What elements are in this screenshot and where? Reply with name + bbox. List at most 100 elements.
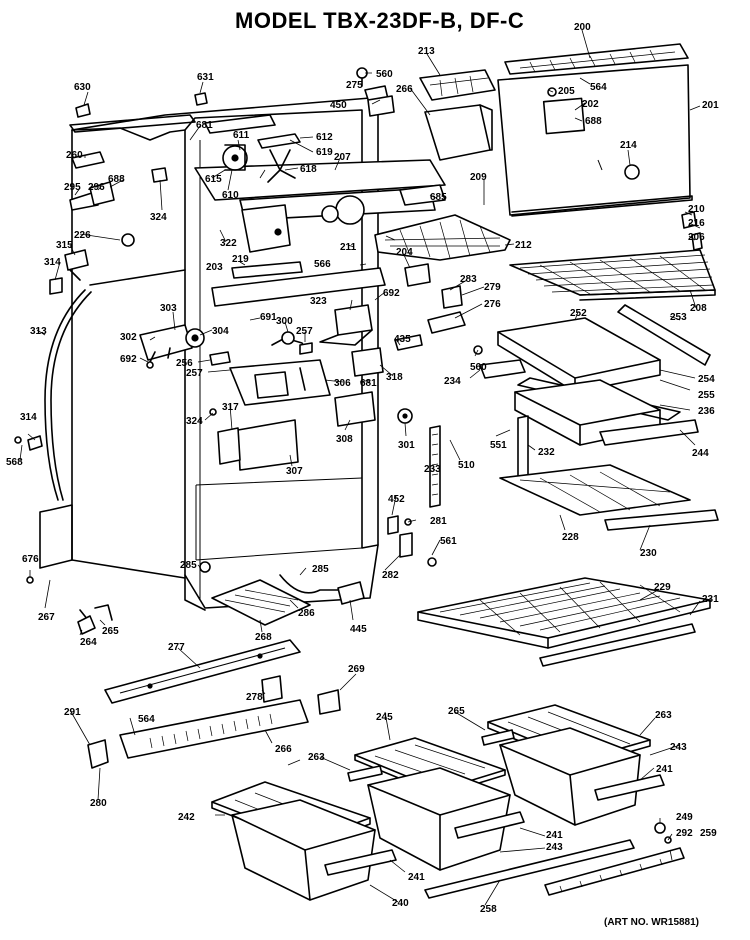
part-label: 243 [546,842,563,853]
part-label: 445 [350,624,367,635]
shelf-brackets-210 [681,211,703,251]
part-label: 560 [470,362,487,373]
shelf-rail-233 [429,425,441,508]
part-label: 236 [698,406,715,417]
part-label: 240 [392,898,409,909]
part-label: 234 [444,376,461,387]
part-label: 241 [546,830,563,841]
crisper-drawer-left [367,767,525,871]
part-label: 228 [562,532,579,543]
top-fittings [356,67,395,117]
part-label: 282 [382,570,399,581]
part-label: 243 [670,742,687,753]
part-label: 211 [340,242,357,253]
part-label: 280 [90,798,107,809]
drain-pan-268 [199,561,365,626]
cross-rail [211,261,386,307]
part-label: 256 [176,358,193,369]
part-label: 259 [700,828,717,839]
part-label: 301 [398,440,415,451]
part-label: 324 [150,212,167,223]
base-rail-277 [104,639,301,704]
part-label: 615 [205,174,222,185]
bottom-rail-258 [424,839,635,899]
part-label: 300 [276,316,293,327]
part-label: 566 [314,259,331,270]
fan-motor [204,114,301,183]
part-label: 304 [212,326,229,337]
part-label: 323 [310,296,327,307]
part-label: 207 [334,152,351,163]
part-label: 688 [585,116,602,127]
part-label: 610 [222,190,239,201]
crisper-drawer-right [499,727,665,826]
part-label: 303 [160,303,177,314]
freezer-drawer-cover [479,304,711,393]
part-label: 631 [197,72,214,83]
part-label: 285 [180,560,197,571]
part-label: 560 [376,69,393,80]
part-label: 212 [515,240,532,251]
part-label: 269 [348,664,365,675]
part-label: 292 [676,828,693,839]
part-label: 206 [688,232,705,243]
part-label: 681 [360,378,377,389]
part-label: 681 [196,120,213,131]
part-label: 201 [702,100,719,111]
part-label: 216 [688,218,705,229]
freezer-drawer [514,377,699,446]
part-label: 313 [30,326,47,337]
part-label: 295 [64,182,81,193]
diagram-title: MODEL TBX-23DF-B, DF-C [235,8,525,33]
thermostat-control [139,324,205,369]
part-label: 688 [108,174,125,185]
refrigerator-wire-shelf-229 [417,577,711,667]
part-label: 233 [424,464,441,475]
part-label: 257 [296,326,313,337]
part-label: 308 [336,434,353,445]
part-label: 209 [470,172,487,183]
bracket-269 [317,689,341,715]
part-label: 561 [440,536,457,547]
freezer-basket-228 [499,415,719,531]
part-label: 203 [206,262,223,273]
part-label: 254 [698,374,715,385]
part-label: 264 [80,637,97,648]
part-label: 245 [376,712,393,723]
part-label: 249 [676,812,693,823]
part-label: 265 [448,706,465,717]
part-label: 263 [655,710,672,721]
toe-grille [87,699,309,769]
part-label: 302 [120,332,137,343]
part-label: 241 [656,764,673,775]
roller-278 [261,675,283,703]
divider-shelf [374,214,511,261]
part-label: 205 [558,86,575,97]
part-label: 611 [233,130,250,141]
part-label: 619 [316,147,333,158]
freezer-wire-shelf-206 [509,249,716,301]
part-label: 242 [178,812,195,823]
part-label: 676 [22,554,39,565]
part-label: 612 [316,132,333,143]
part-labels: 630 631 560 275 450 213 266 200 564 205 … [6,22,719,915]
part-label: 208 [690,303,707,314]
part-label: 510 [458,460,475,471]
part-label: 307 [286,466,303,477]
part-label: 275 [346,80,363,91]
part-label: 324 [186,416,203,427]
part-label: 266 [275,744,292,755]
part-label: 692 [120,354,137,365]
lower-control-housing [209,331,331,406]
part-label: 291 [64,707,81,718]
part-label: 241 [408,872,425,883]
part-label: 213 [418,46,435,57]
part-label: 253 [670,312,687,323]
part-label: 281 [430,516,447,527]
part-label: 258 [480,904,497,915]
part-label: 322 [220,238,237,249]
ice-bucket [419,69,496,161]
part-label: 306 [334,378,351,389]
part-label: 252 [570,308,587,319]
part-label: 200 [574,22,591,33]
